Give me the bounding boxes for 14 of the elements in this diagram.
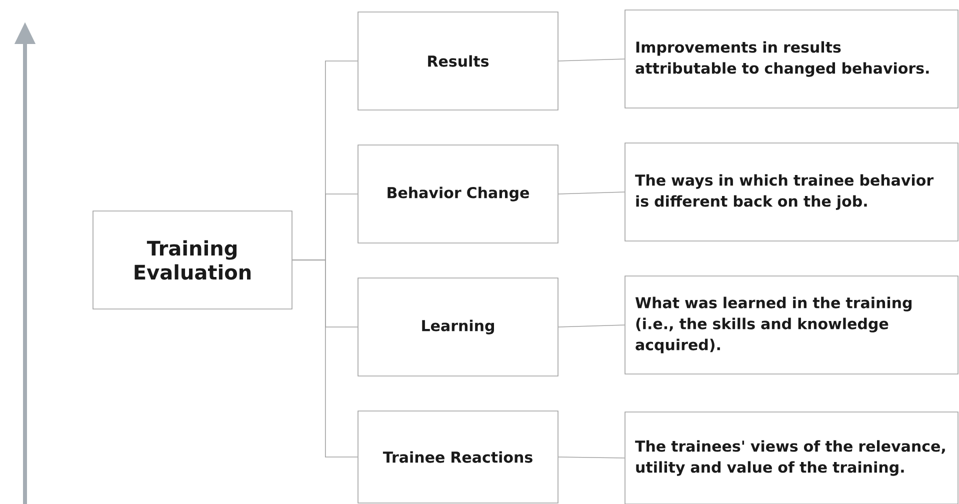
connector-line [558, 58, 625, 62]
connector-line [292, 260, 358, 458]
connector-line [558, 192, 625, 194]
description-box: The trainees' views of the relevance, utility and value of the training. [624, 412, 958, 504]
description-box: What was learned in the training (i.e., the skills and knowledge acquired). [624, 276, 958, 374]
level-box: Trainee Reactions [358, 410, 558, 504]
connector-line [558, 324, 625, 328]
level-box: Behavior Change [358, 144, 558, 244]
level-box: Results [358, 12, 558, 110]
connector-line [558, 456, 625, 458]
evaluation-box: Training Evaluation [92, 210, 292, 310]
description-box: Improvements in results attributable to changed behaviors. [624, 10, 958, 108]
description-box: The ways in which trainee behavior is different back on the job. [624, 142, 958, 242]
level-box: Learning [358, 278, 558, 376]
